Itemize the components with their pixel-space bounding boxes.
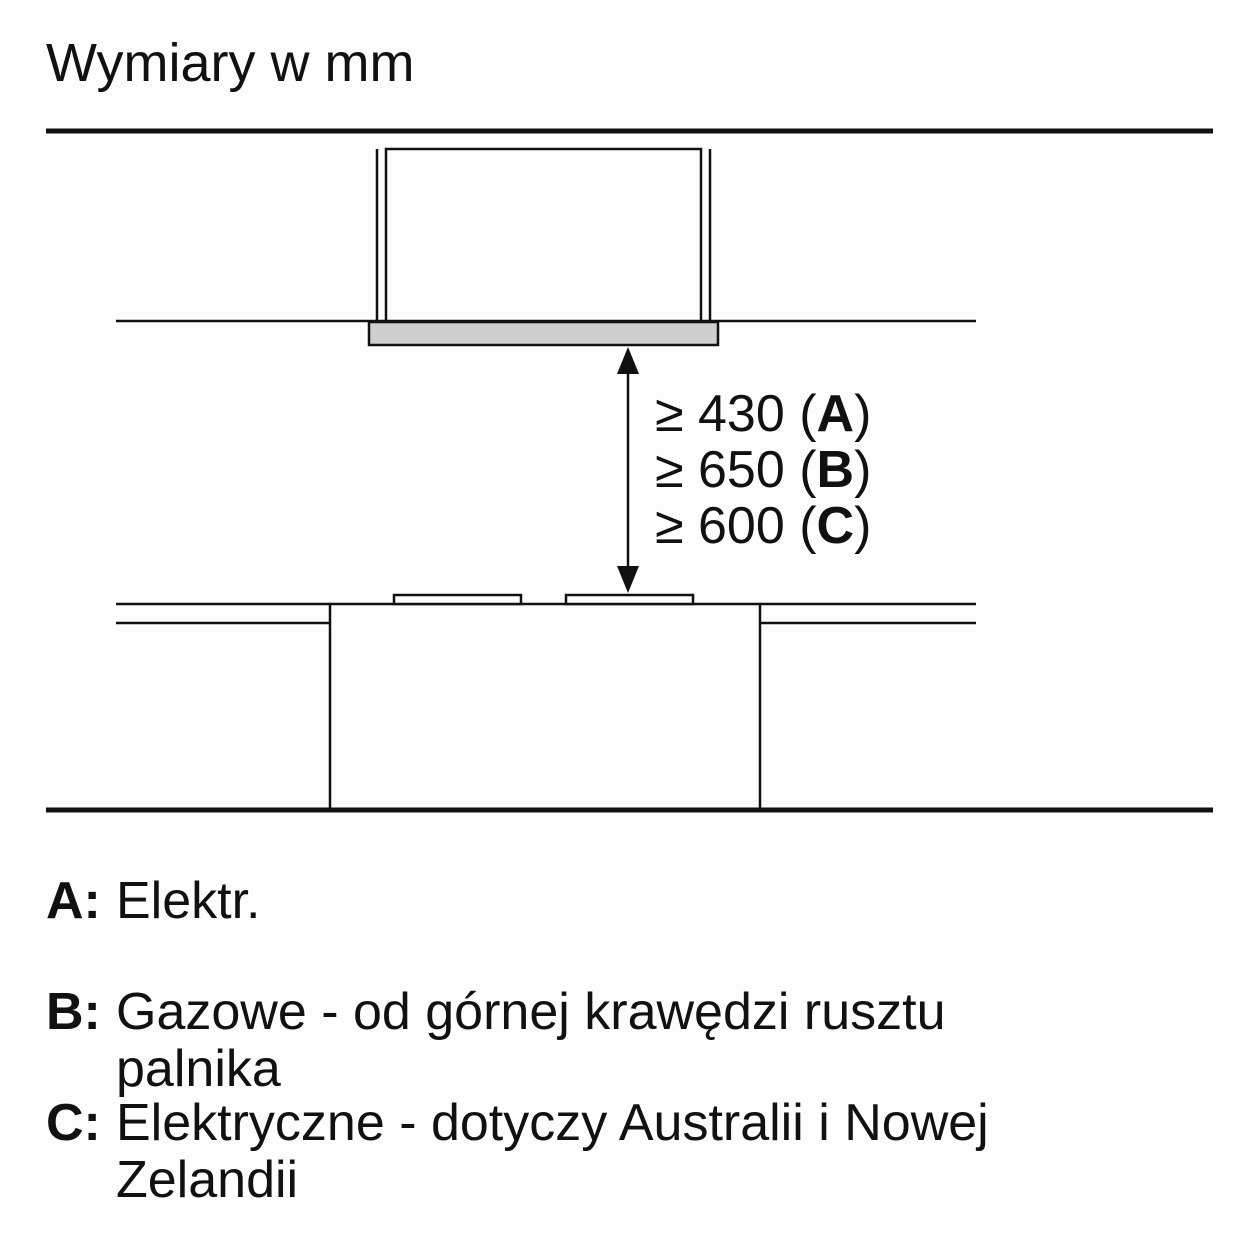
hood-front-panel — [367, 320, 720, 347]
burner-grate-left — [392, 593, 523, 606]
dimension-label-c: ≥ 600 (C) — [655, 497, 871, 555]
legend-key: C: — [46, 1094, 101, 1152]
extractor-hood — [375, 147, 712, 321]
dimension-label-b: ≥ 650 (B) — [655, 441, 871, 499]
legend-key: A: — [46, 872, 101, 930]
legend-text: Gazowe - od górnej krawędzi rusztu palni… — [116, 983, 946, 1098]
worktop — [116, 602, 976, 625]
dimension-label-a: ≥ 430 (A) — [655, 385, 871, 443]
hob-unit — [328, 602, 762, 810]
legend-text: Elektryczne - dotyczy Australii i Nowej … — [116, 1094, 989, 1209]
burner-grate-right — [564, 593, 695, 606]
legend-text: Elektr. — [116, 872, 261, 930]
legend-key: B: — [46, 983, 101, 1041]
page-title: Wymiary w mm — [46, 33, 415, 93]
dimension-arrow — [617, 347, 639, 593]
